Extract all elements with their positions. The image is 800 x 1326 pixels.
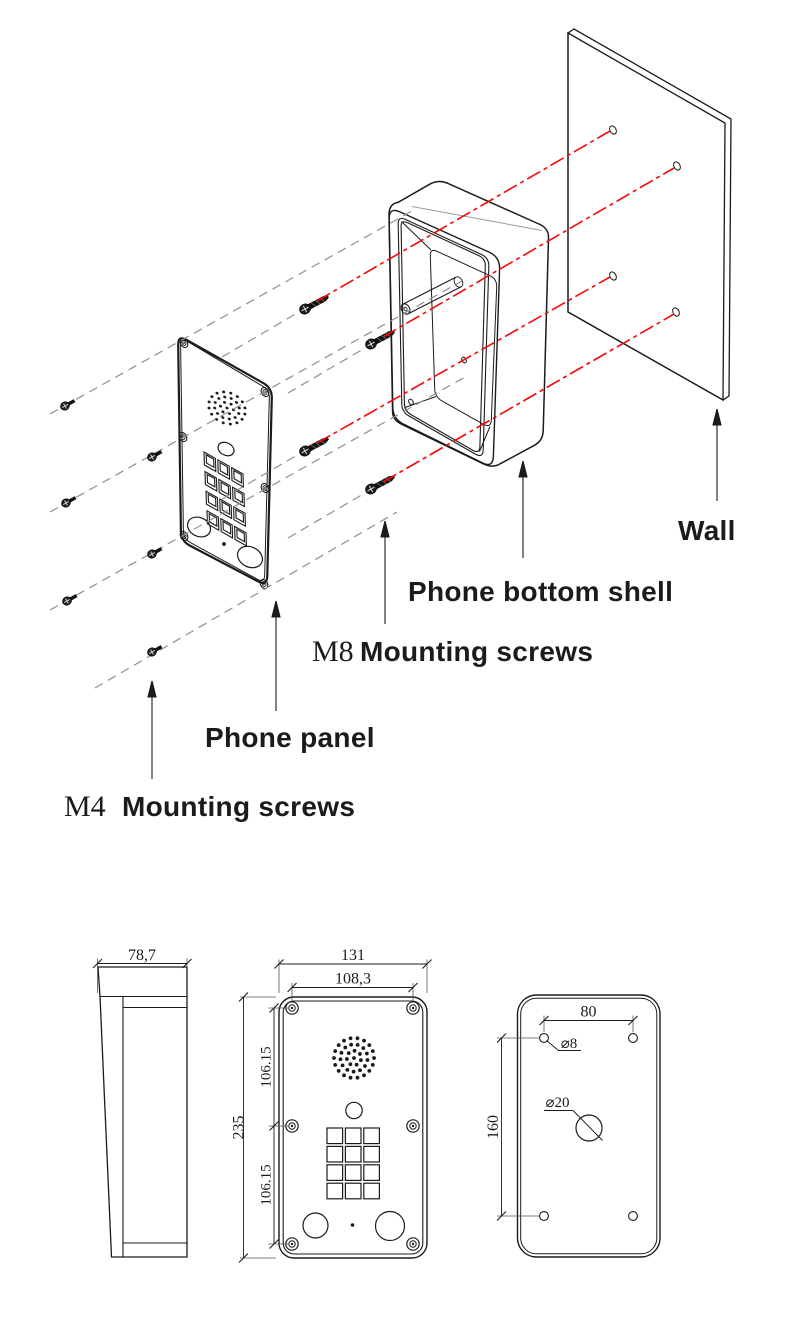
bottom-shell-label: Phone bottom shell — [408, 576, 673, 607]
m8-mounting-screws — [297, 291, 398, 497]
wall-drill-holes — [609, 125, 681, 317]
front-screws — [285, 1001, 420, 1251]
exploded-view: Wall Phone bottom shell M8 Mounting scre… — [49, 28, 736, 823]
dim-plate-hole-dia: ⌀8 — [546, 1036, 581, 1052]
front-height-dim: 235 — [231, 1116, 248, 1140]
m8-screws-label: Mounting screws — [360, 636, 593, 667]
plate-holes — [539, 1033, 638, 1221]
front-mic-hole — [345, 1101, 363, 1120]
callout-arrows — [147, 408, 722, 779]
front-hole-spacing-dim: 108,3 — [335, 971, 371, 988]
panel-mic-hole — [217, 441, 235, 457]
m4-mounting-screws — [58, 396, 165, 659]
dim-plate-hole-spacing-v: 160 — [485, 1032, 540, 1222]
side-view: 78,7 — [92, 947, 193, 1258]
dim-plate-hole-spacing-h: 80 — [538, 1004, 639, 1032]
panel-right-port — [236, 545, 264, 569]
assembly-guide-lines — [49, 210, 468, 689]
dim-front-height: 235 — [231, 991, 276, 1264]
front-speaker-grille — [332, 1036, 376, 1080]
m4-screws-label: Mounting screws — [122, 791, 355, 822]
plate-hole-spacing-h-dim: 80 — [581, 1004, 597, 1021]
plate-cable-dia-dim: ⌀20 — [545, 1095, 569, 1111]
panel-left-port — [186, 516, 212, 538]
wall-label: Wall — [678, 515, 736, 546]
panel-speaker-grille — [207, 390, 247, 426]
panel-led-dot — [222, 542, 226, 546]
front-width-dim: 131 — [341, 947, 365, 964]
front-left-port — [302, 1212, 329, 1239]
front-led-dot — [350, 1223, 355, 1227]
dim-hole-pitch: 106.15 106.15 — [259, 1002, 288, 1250]
dimension-drawings: 78,7 — [92, 947, 661, 1264]
m4-size-label: M4 — [64, 790, 106, 823]
dim-front-width: 131 — [273, 947, 433, 993]
panel-label: Phone panel — [205, 722, 375, 753]
screw-axis-lines — [316, 130, 675, 483]
plate-hole-spacing-v-dim: 160 — [485, 1115, 502, 1139]
phone-bottom-shell — [388, 180, 550, 467]
dim-front-hole-spacing: 108,3 — [286, 971, 419, 1001]
dim-side-depth: 78,7 — [92, 947, 193, 993]
hole-pitch-lower-dim: 106.15 — [259, 1164, 275, 1205]
dim-plate-cable-dia: ⌀20 — [544, 1095, 603, 1141]
side-depth-dim: 78,7 — [128, 947, 156, 964]
wall — [567, 28, 732, 402]
shell-cable-tube — [400, 276, 464, 315]
wall-plate-view: 80 ⌀8 ⌀20 160 — [485, 994, 661, 1258]
m8-size-label: M8 — [312, 635, 354, 668]
hole-pitch-upper-dim: 106.15 — [259, 1046, 275, 1087]
front-keypad — [326, 1127, 380, 1200]
phone-panel — [177, 337, 273, 590]
plate-hole-dia-dim: ⌀8 — [561, 1036, 578, 1052]
front-view: 131 108,3 235 106.15 106.15 — [231, 947, 433, 1264]
front-right-port — [374, 1210, 406, 1242]
plate-cable-hole — [575, 1114, 603, 1142]
